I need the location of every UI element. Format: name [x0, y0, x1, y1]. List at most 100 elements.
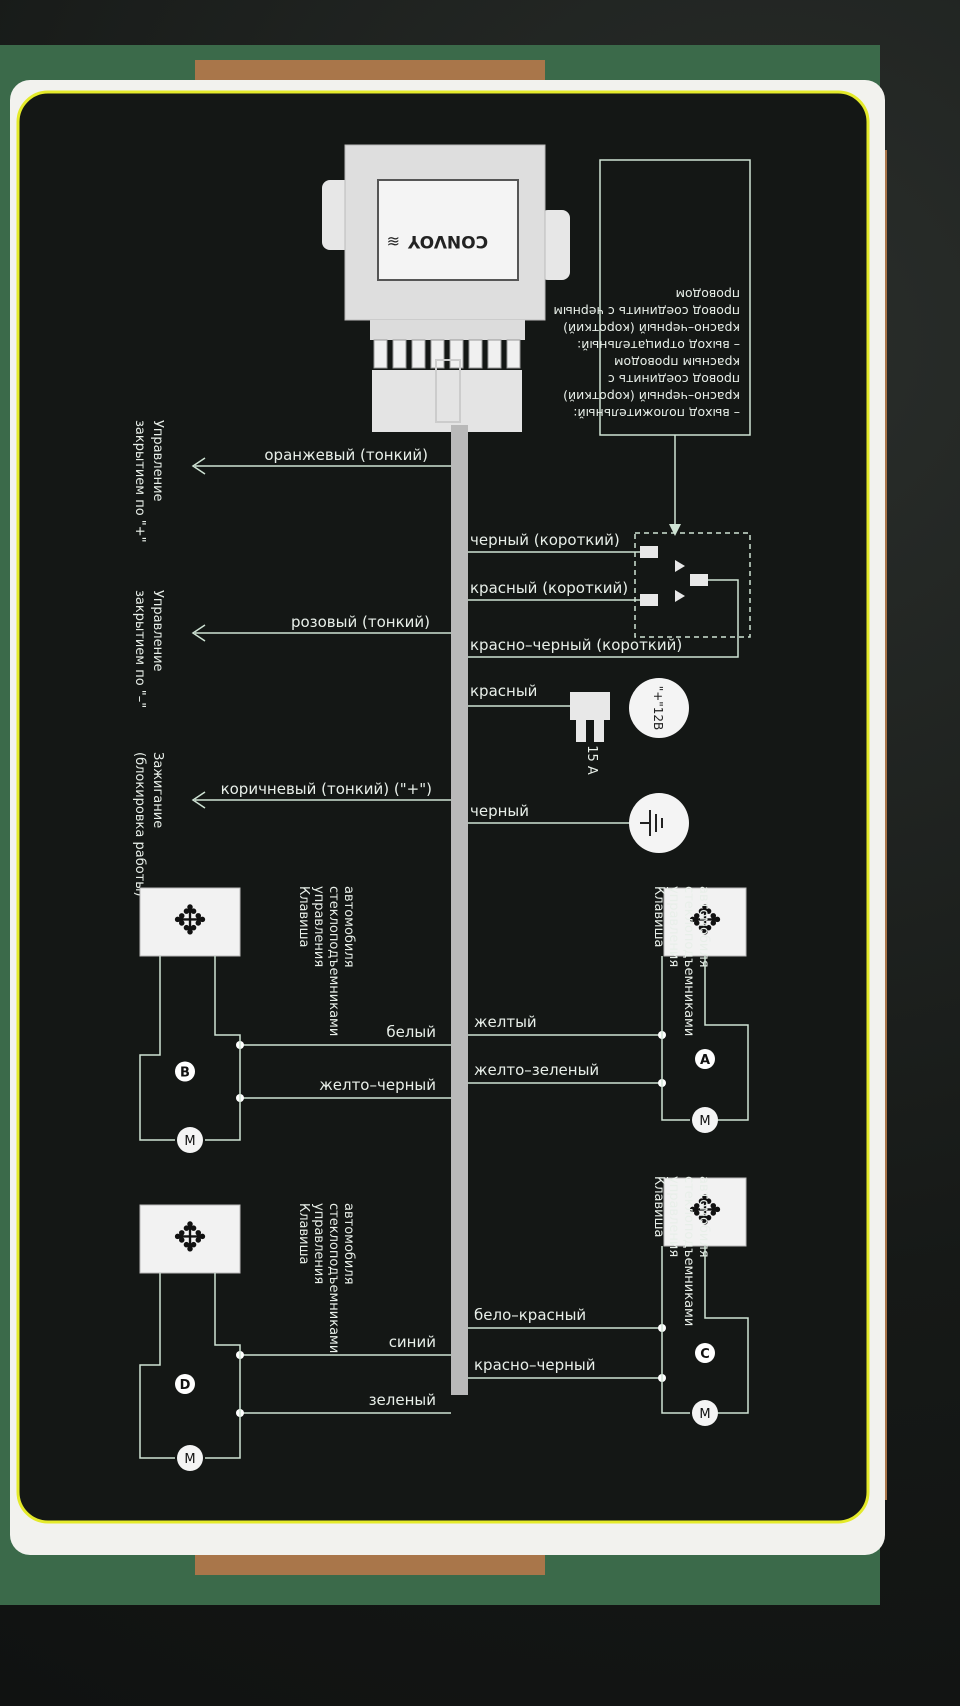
main-harness — [451, 425, 468, 1395]
window-switch — [139, 887, 241, 957]
svg-text:стеклоподъемниками: стеклоподъемниками — [326, 1203, 341, 1353]
wire-label: белый — [386, 1023, 436, 1041]
connector-pin — [373, 339, 388, 369]
svg-text:M: M — [184, 1452, 195, 1467]
updown-arrows-icon: ✥ — [688, 1188, 722, 1234]
wire-black-short-label: черный (короткий) — [470, 531, 620, 549]
fuse-icon — [570, 692, 610, 742]
wire-black-label: черный — [470, 802, 529, 820]
label-lock-plus: Управление закрытием по "+" — [132, 420, 165, 543]
diagram-panel — [16, 90, 870, 1524]
wire-redblack-short-label: красно–черный (короткий) — [470, 636, 682, 654]
wire-red-label: красный — [470, 682, 537, 700]
window-switch — [139, 1204, 241, 1274]
motor-icon — [177, 1127, 203, 1153]
wire-label: желто–зеленый — [474, 1061, 599, 1079]
svg-text:Клавиша: Клавиша — [296, 886, 311, 947]
wire-label: синий — [389, 1333, 436, 1351]
svg-text:управления: управления — [311, 1203, 326, 1284]
svg-text:стеклоподъемниками: стеклоподъемниками — [326, 886, 341, 1036]
label-ignition: Зажигание (блокировка работы) — [132, 752, 165, 897]
svg-text:автомобиля: автомобиля — [341, 1203, 356, 1285]
connector-pin — [468, 339, 483, 369]
svg-text:автомобиля: автомобиля — [696, 886, 711, 968]
brand-label: CONVOY — [407, 231, 488, 251]
svg-text:Клавиша: Клавиша — [651, 886, 666, 947]
updown-arrows-icon: ✥ — [173, 898, 207, 944]
wire-label: красно–черный — [474, 1356, 596, 1374]
fuse-rating: 15 A — [584, 745, 599, 775]
wire-label: зеленый — [369, 1391, 436, 1409]
motor-icon — [692, 1400, 718, 1426]
wire-redblack-short — [468, 579, 739, 658]
connector-pin — [392, 339, 407, 369]
ground-symbol — [640, 810, 663, 836]
svg-text:Зажигание: Зажигание — [150, 752, 165, 828]
window-letter-badge — [695, 1343, 715, 1363]
window-letter-badge — [175, 1061, 195, 1082]
label-lock-minus: Управление закрытием по "–" — [132, 590, 165, 708]
motor-icon — [177, 1445, 203, 1471]
wire-orange-label: оранжевый (тонкий) — [264, 446, 428, 464]
wire-label: желтый — [474, 1013, 537, 1031]
svg-text:Управление: Управление — [150, 420, 165, 502]
svg-text:управления: управления — [666, 1176, 681, 1257]
svg-text:Клавиша: Клавиша — [296, 1203, 311, 1264]
connector-pin — [487, 339, 502, 369]
svg-text:D: D — [180, 1378, 191, 1393]
jumper-box — [634, 532, 751, 638]
svg-text:автомобиля: автомобиля — [696, 1176, 711, 1258]
svg-text:M: M — [699, 1407, 710, 1422]
connector-pin — [449, 339, 464, 369]
convoy-logo-icon: ≋ — [387, 232, 400, 251]
window-switch — [663, 887, 747, 957]
svg-text:Управление: Управление — [150, 590, 165, 672]
svg-text:стеклоподъемниками: стеклоподъемниками — [681, 1176, 696, 1326]
note-line: провод соединить с черным — [553, 304, 740, 319]
window-switch — [663, 1177, 747, 1247]
connector-pin — [411, 339, 426, 369]
wire-label: желто–черный — [319, 1076, 436, 1094]
svg-text:C: C — [700, 1347, 710, 1362]
svg-text:автомобиля: автомобиля — [341, 886, 356, 968]
updown-arrows-icon: ✥ — [688, 898, 722, 944]
control-module: CONVOY ≋ — [322, 144, 570, 432]
window-letter-badge — [175, 1374, 195, 1394]
arrow-icon — [191, 457, 206, 475]
window-letter-badge — [695, 1049, 715, 1069]
voltage-label: "+"12В — [651, 686, 665, 731]
svg-text:Клавиша: Клавиша — [651, 1176, 666, 1237]
wire-label: бело–красный — [474, 1306, 586, 1324]
note-line: проводом — [676, 287, 741, 302]
wire-pink-label: розовый (тонкий) — [291, 613, 430, 631]
svg-text:M: M — [184, 1134, 195, 1149]
jumper-connectors — [640, 546, 708, 606]
svg-text:A: A — [700, 1053, 710, 1068]
svg-text:закрытием по "–": закрытием по "–" — [132, 590, 147, 708]
note-line: красно–черный (короткий) — [563, 321, 740, 336]
motor-icon — [692, 1107, 718, 1133]
note-line: провод соединить с — [608, 372, 740, 387]
svg-text:управления: управления — [311, 886, 326, 967]
svg-text:управления: управления — [666, 886, 681, 967]
battery-plus-icon — [629, 678, 689, 738]
connector-pin — [430, 339, 445, 369]
arrow-icon — [191, 791, 206, 809]
ground-icon — [629, 793, 689, 853]
note-line: – выход отрицательный: — [577, 338, 740, 353]
svg-text:M: M — [699, 1114, 710, 1129]
svg-text:(блокировка работы): (блокировка работы) — [132, 752, 147, 897]
svg-text:закрытием по "+": закрытием по "+" — [132, 420, 147, 543]
wire-brown-label: коричневый (тонкий) ("+") — [221, 780, 432, 798]
note-line: – выход положительный: — [573, 406, 740, 421]
svg-text:B: B — [180, 1066, 190, 1081]
